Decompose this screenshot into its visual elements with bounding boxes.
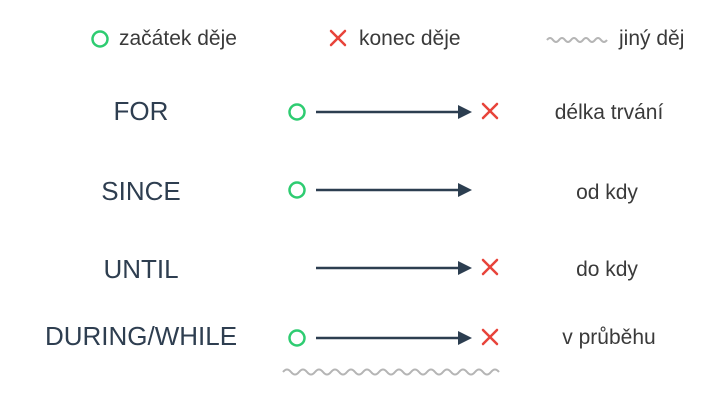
timeline-since (288, 181, 472, 199)
legend-start-label: začátek děje (119, 27, 237, 50)
timeline-until (316, 258, 499, 276)
end-cross-icon (481, 328, 499, 346)
row-description-during-while: v průběhu (562, 326, 656, 349)
row-label-until: UNTIL (103, 254, 179, 284)
start-circle-icon (288, 103, 306, 121)
row-description-until: do kdy (576, 258, 638, 281)
timeline-for (288, 102, 499, 121)
row-label-since: SINCE (101, 176, 181, 206)
timeline-during-while (282, 328, 500, 376)
arrowhead-icon (458, 183, 472, 197)
row-description-for: délka trvání (554, 101, 664, 124)
legend-end-label: konec děje (359, 27, 461, 50)
arrowhead-icon (458, 105, 472, 119)
row-label-during-while: DURING/WHILE (44, 321, 238, 351)
row-description-since: od kdy (576, 181, 638, 204)
start-circle-icon (288, 329, 306, 347)
wavy-line-icon (282, 368, 500, 376)
end-cross-icon (481, 102, 499, 120)
end-cross-icon (481, 258, 499, 276)
start-circle-icon (288, 181, 306, 199)
arrowhead-icon (458, 261, 472, 275)
legend-other-label: jiný děj (619, 27, 685, 50)
row-label-for: FOR (113, 96, 169, 126)
arrowhead-icon (458, 331, 472, 345)
